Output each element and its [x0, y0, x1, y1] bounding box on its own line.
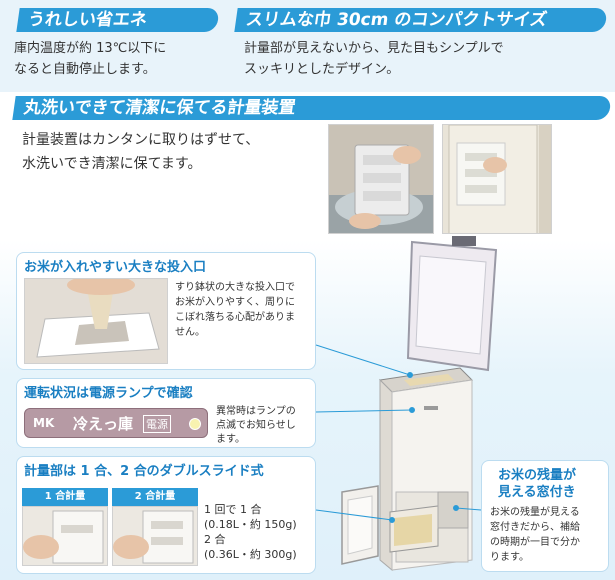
- inlet-text-4: せん。: [175, 327, 205, 338]
- window-text-3: の時期が一目で分か: [490, 537, 580, 548]
- two-go-tag: 2 合計量: [112, 488, 198, 506]
- measure-text-3: 2 合: [204, 533, 226, 546]
- energy-text-2: なると自動停止します。: [14, 62, 156, 77]
- inlet-text-1: すり鉢状の大きな投入口で: [175, 282, 295, 293]
- wash-photo-sink: [328, 124, 434, 234]
- measure-text-4: (0.36L・約 300g): [204, 548, 297, 561]
- lamp-mk-label: MK: [33, 416, 55, 430]
- wash-photo-cabinet: [442, 124, 552, 234]
- inlet-title: お米が入れやすい大きな投入口: [24, 260, 207, 275]
- wash-text-2: 水洗いでき清潔に保てます。: [22, 156, 202, 172]
- lamp-product-name: 冷えっ庫: [73, 415, 134, 433]
- window-text-2: 窓付きだから、補給: [490, 522, 580, 533]
- one-go-photo: [22, 506, 108, 566]
- measure-title: 計量部は 1 合、2 合のダブルスライド式: [24, 464, 264, 479]
- slim-text-1: 計量部が見えないから、見た目もシンプルで: [244, 41, 504, 56]
- inlet-photo: [24, 278, 168, 364]
- lamp-power-label: 電源: [143, 415, 171, 433]
- window-title-1: お米の残量が: [498, 468, 577, 483]
- window-callout: [481, 460, 609, 572]
- lamp-text-2: 点滅でお知らせし: [216, 420, 296, 431]
- energy-text-1: 庫内温度が約 13℃以下に: [14, 41, 167, 56]
- one-go-tag: 1 合計量: [22, 488, 108, 506]
- window-title-2: 見える窓付き: [498, 485, 576, 500]
- power-lamp-icon: [189, 418, 201, 430]
- wash-text-1: 計量装置はカンタンに取りはずせて、: [22, 132, 260, 148]
- rice-bin-illustration: [320, 230, 510, 575]
- two-go-photo: [112, 506, 198, 566]
- lamp-title: 運転状況は電源ランプで確認: [24, 386, 193, 401]
- lamp-text-1: 異常時はランプの: [216, 406, 296, 417]
- measure-text-1: 1 回で 1 合: [204, 503, 262, 516]
- window-text-1: お米の残量が見える: [490, 507, 580, 518]
- lamp-text-3: ます。: [216, 434, 245, 445]
- measure-text-2: (0.18L・約 150g): [204, 518, 297, 531]
- inlet-text-3: こぼれ落ちる心配がありま: [175, 312, 295, 323]
- power-lamp-panel: MK 冷えっ庫 電源: [24, 408, 208, 438]
- slim-text-2: スッキリとしたデザイン。: [244, 62, 400, 77]
- inlet-text-2: お米が入りやすく、周りに: [175, 297, 295, 308]
- window-text-4: ります。: [490, 552, 529, 563]
